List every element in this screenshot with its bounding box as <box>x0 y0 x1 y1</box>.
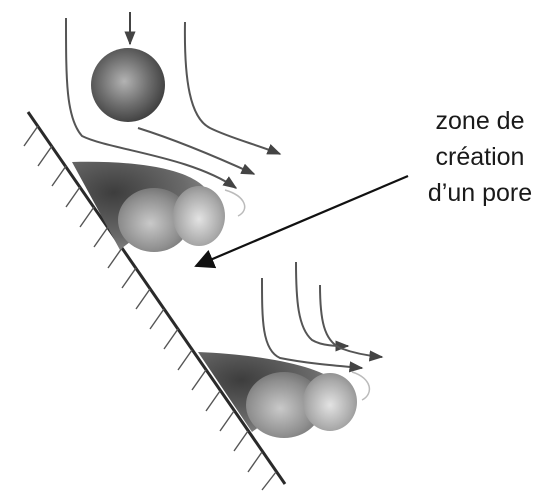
label-line-1: zone de <box>405 106 555 136</box>
label-line-3: d’un pore <box>405 178 555 208</box>
lower-flow-lines <box>262 262 382 368</box>
pore-zone-arrow <box>196 176 408 266</box>
upper-splat <box>72 162 245 252</box>
falling-particle <box>91 12 165 122</box>
label-line-2: création <box>405 142 555 172</box>
